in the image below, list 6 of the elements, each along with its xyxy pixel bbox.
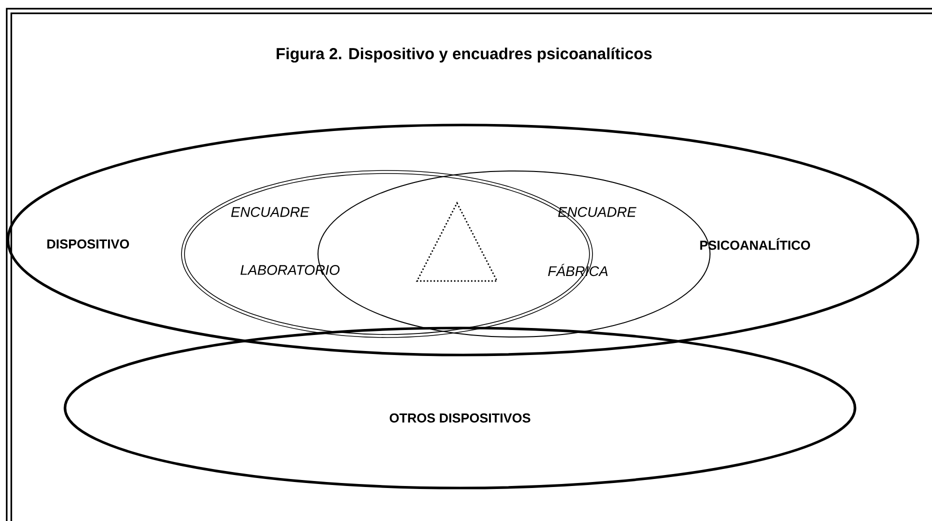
ellipse-label: DISPOSITIVO <box>47 239 129 249</box>
figure-title: Figura 2. Dispositivo y encuadres psicoanalíticos <box>276 47 652 63</box>
ellipse <box>64 326 856 490</box>
ellipse-label: ENCUADRE <box>231 207 310 217</box>
ellipse-label: OTROS DISPOSITIVOS <box>390 413 530 423</box>
ellipse <box>6 124 920 356</box>
